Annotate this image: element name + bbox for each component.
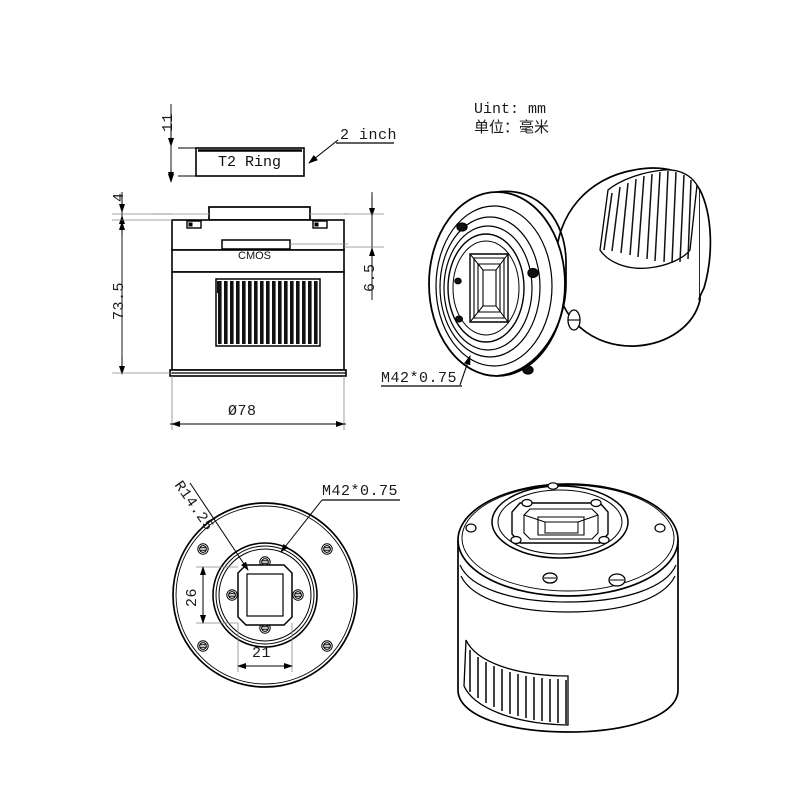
dim-body-height-735: 73.5 xyxy=(111,281,128,320)
iso-front-barrel-right xyxy=(698,189,712,301)
iso-front-m42-leader xyxy=(459,354,471,386)
dim-thickness-11: 11 xyxy=(160,112,177,132)
iso-front-bore xyxy=(452,240,520,336)
front-tab-right-hole xyxy=(314,222,319,227)
cmos-label: CMOS xyxy=(238,250,271,262)
iso-front-screw-5 xyxy=(454,277,462,285)
iso-rear-boss-screw-1 xyxy=(521,498,533,508)
dim-diameter-78: Ø78 xyxy=(228,403,257,420)
iso-rear-boss-mid xyxy=(497,489,623,555)
dim-flange-65: 6.5 xyxy=(362,263,379,292)
iso-front-body-link xyxy=(496,190,567,377)
rear-sensor-die xyxy=(246,573,284,617)
r1425-leader xyxy=(189,482,249,571)
front-heatsink-fins xyxy=(217,281,318,344)
iso-front-sensor-bevels xyxy=(469,253,509,323)
rear-thread-boss-inner2 xyxy=(218,548,312,642)
rear-thread-boss-inner xyxy=(215,545,315,645)
iso-front-m42-label: M42*0.75 xyxy=(381,370,458,387)
t2-ring-body xyxy=(195,147,305,177)
dim-top-plate-4: 4 xyxy=(111,192,128,202)
iso-front-sensor-inner xyxy=(473,257,505,319)
iso-rear-sensor-frame-inner xyxy=(523,508,599,540)
dim-sensor-width-21: 21 xyxy=(252,645,272,662)
front-tab-left-hole xyxy=(188,222,193,227)
two-inch-leader xyxy=(308,139,339,164)
iso-front-ring-2 xyxy=(439,216,541,358)
iso-rear-left-screw xyxy=(465,523,477,533)
front-elevation-view xyxy=(112,192,384,430)
iso-rear-right-screw xyxy=(654,523,666,533)
iso-rear-band-2 xyxy=(460,575,676,613)
iso-front-fins xyxy=(603,170,692,264)
cmos-window xyxy=(221,239,291,250)
iso-rear-boss-screw-3 xyxy=(510,535,522,545)
iso-rear-fins xyxy=(469,650,567,724)
rear-face-view xyxy=(172,482,400,688)
front-tab-left xyxy=(186,220,202,229)
unit-note-cn: 单位：毫米 xyxy=(474,120,550,137)
isometric-front-view xyxy=(381,167,712,387)
iso-rear-top-screw xyxy=(547,482,559,490)
iso-front-screw-3 xyxy=(522,365,534,375)
isometric-rear-view xyxy=(457,482,679,733)
iso-rear-sensor-bevels xyxy=(523,514,599,523)
iso-front-screw-4 xyxy=(454,315,464,323)
iso-rear-boss-screw-4 xyxy=(598,535,610,545)
two-inch-callout: 2 inch xyxy=(340,127,398,144)
unit-note: Uint: mm 单位：毫米 xyxy=(474,100,549,138)
iso-rear-top-face-inner xyxy=(461,484,675,592)
iso-front-ring-3 xyxy=(443,225,533,351)
t2-ring-view xyxy=(168,104,394,183)
iso-front-thread-ring xyxy=(447,233,525,343)
front-top-window xyxy=(208,206,311,221)
iso-front-screw-1 xyxy=(456,222,468,232)
iso-rear-boss-screw-2 xyxy=(590,498,602,508)
iso-rear-band-1 xyxy=(459,564,677,603)
iso-front-ring-1 xyxy=(435,205,553,367)
iso-rear-sensor-die xyxy=(537,516,585,536)
rear-outer-circle-inner xyxy=(175,505,355,685)
front-tab-right xyxy=(312,220,328,229)
unit-note-en: Uint: mm xyxy=(474,101,547,118)
rear-m42-label: M42*0.75 xyxy=(322,483,399,500)
rear-m42-leader xyxy=(280,499,323,553)
dim-sensor-height-26: 26 xyxy=(184,587,201,607)
iso-rear-sensor-die-inner xyxy=(544,521,579,534)
iso-front-screw-2 xyxy=(527,267,539,279)
t2-ring-label: T2 Ring xyxy=(218,154,282,171)
